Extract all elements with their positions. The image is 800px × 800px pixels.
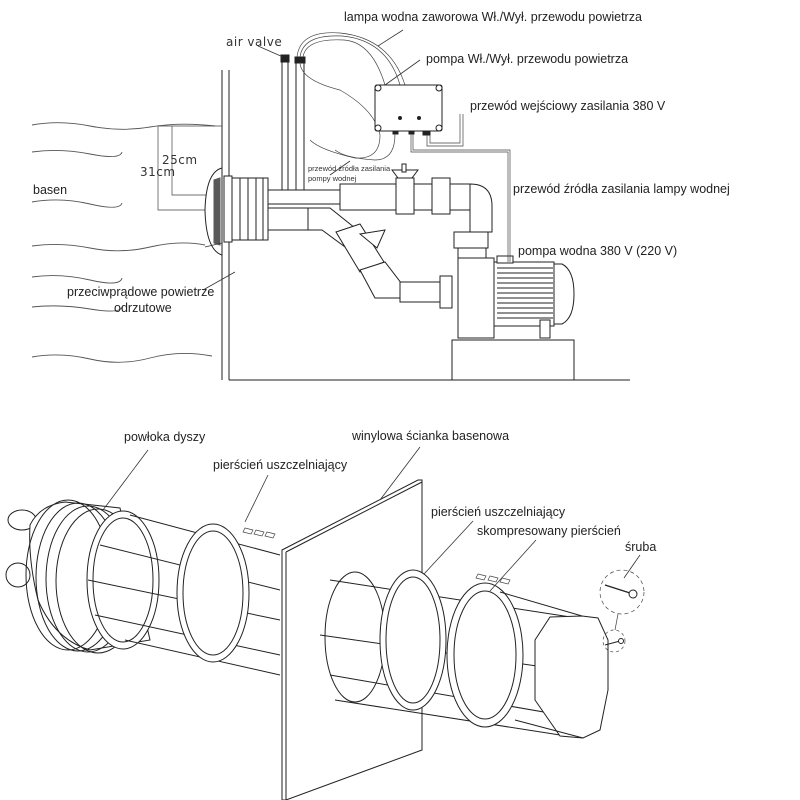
top-leader-lines xyxy=(202,29,421,291)
label-jet-line-2: odrzutowe xyxy=(114,301,172,315)
label-lamp-power-cable: przewód źródła zasilania lampy wodnej xyxy=(513,182,730,196)
label-vinyl-wall: winylowa ścianka basenowa xyxy=(351,429,509,443)
label-nozzle-housing: powłoka dyszy xyxy=(124,430,206,444)
air-tubes xyxy=(280,32,406,191)
label-screw: śruba xyxy=(625,540,656,554)
label-air-valve: air valve xyxy=(226,35,282,49)
label-pump-power-cable-2: pompy wodnej xyxy=(308,174,357,183)
top-diagram: air valve lampa wodna zaworowa Wł./Wył. … xyxy=(31,10,730,381)
bottom-diagram: powłoka dyszy pierścień uszczelniający w… xyxy=(5,429,656,800)
screw-detail xyxy=(599,569,645,653)
label-dim-31cm: 31cm xyxy=(140,165,176,179)
counter-current-jet xyxy=(204,167,269,256)
label-pool: basen xyxy=(33,183,67,197)
pool-water-waves xyxy=(31,122,216,363)
power-cables xyxy=(334,114,511,262)
label-water-pump: pompa wodna 380 V (220 V) xyxy=(518,244,677,258)
octagonal-sleeve xyxy=(499,591,609,739)
nozzle-housing xyxy=(5,499,160,654)
label-power-input-cable: przewód wejściowy zasilania 380 V xyxy=(470,99,666,113)
control-box xyxy=(374,84,443,136)
label-seal-ring-right: pierścień uszczelniający xyxy=(431,505,566,519)
pump-motor-fins xyxy=(497,267,553,319)
bottom-leader-lines xyxy=(102,446,641,592)
label-seal-ring-left: pierścień uszczelniający xyxy=(213,458,348,472)
clips-right xyxy=(475,573,511,585)
seal-ring-left xyxy=(176,523,250,663)
dimension-lines xyxy=(157,125,222,211)
label-lamp-valve-air-hose: lampa wodna zaworowa Wł./Wył. przewodu p… xyxy=(344,10,642,24)
compressed-ring xyxy=(446,582,524,728)
label-pump-power-cable-1: przewód źródła zasilania xyxy=(308,164,391,173)
water-pump xyxy=(451,255,575,381)
label-dim-25cm: 25cm xyxy=(162,153,198,167)
clips-left xyxy=(242,527,276,539)
seal-ring-right xyxy=(379,569,447,711)
label-jet-line-1: przeciwprądowe powietrze xyxy=(67,285,214,299)
label-compressed-ring: skompresowany pierścień xyxy=(477,524,621,538)
pipework xyxy=(267,163,493,309)
label-pump-air-hose: pompa Wł./Wył. przewodu powietrza xyxy=(426,52,628,66)
